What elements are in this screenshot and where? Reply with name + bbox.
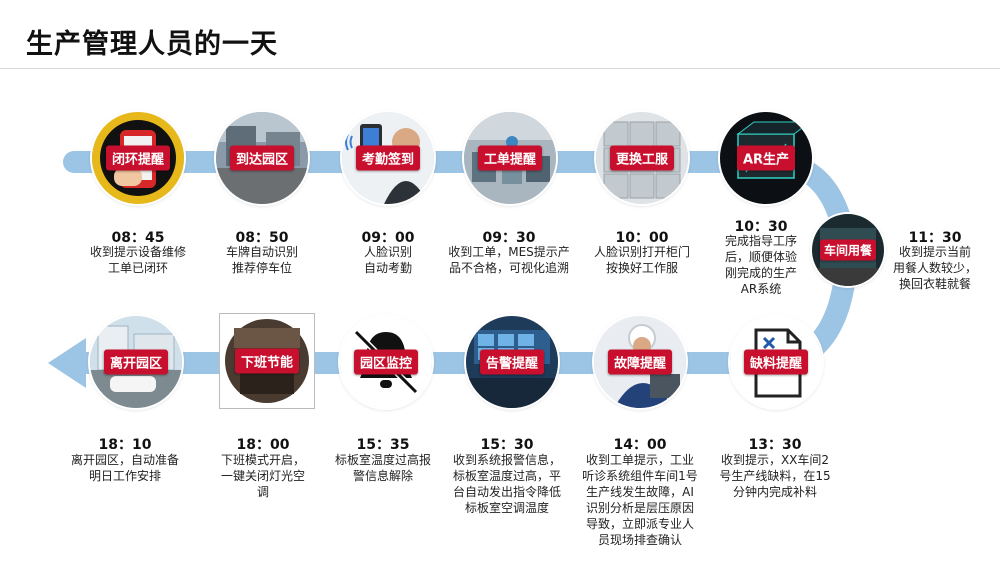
step-desc: 收到工单，MES提示产品不合格，可视化追溯 xyxy=(448,245,570,275)
step-label: 下班节能 xyxy=(234,348,300,374)
step-time: 13：30 xyxy=(748,437,802,453)
step-time: 14：00 xyxy=(613,437,667,453)
step-time: 11：30 xyxy=(908,230,962,246)
step-node-13[interactable]: 离开园区 xyxy=(90,316,182,408)
step-label: 考勤签到 xyxy=(355,145,421,171)
step-label: 闭环提醒 xyxy=(105,145,171,171)
step-time: 08：50 xyxy=(235,230,289,246)
page-title: 生产管理人员的一天 xyxy=(26,29,278,60)
step-desc: 车牌自动识别推荐停车位 xyxy=(225,245,298,275)
step-node-4[interactable]: 工单提醒 xyxy=(464,112,556,204)
step-node-8[interactable]: 缺料提醒 xyxy=(730,316,822,408)
step-desc: 收到提示当前用餐人数较少，换回衣鞋就餐 xyxy=(892,245,977,291)
step-node-7[interactable]: 车间用餐 xyxy=(812,214,884,286)
step-desc: 下班模式开启，一键关闭灯光空调 xyxy=(220,453,305,499)
step-node-3[interactable]: 考勤签到 xyxy=(342,112,434,204)
step-label: AR生产 xyxy=(736,145,796,171)
step-node-2[interactable]: 到达园区 xyxy=(216,112,308,204)
step-label: 工单提醒 xyxy=(477,145,543,171)
step-time: 09：30 xyxy=(482,230,536,246)
step-time: 15：35 xyxy=(356,437,410,453)
step-node-5[interactable]: 更换工服 xyxy=(596,112,688,204)
step-label: 缺料提醒 xyxy=(743,349,809,375)
step-desc: 收到提示设备维修工单已闭环 xyxy=(89,245,186,275)
step-time: 18：10 xyxy=(98,437,152,453)
step-time: 18：00 xyxy=(236,437,290,453)
step-label: 告警提醒 xyxy=(479,349,545,375)
track-arrowhead xyxy=(48,338,86,388)
step-time: 15：30 xyxy=(480,437,534,453)
step-desc: 标板室温度过高报警信息解除 xyxy=(334,453,431,483)
step-desc: 离开园区，自动准备明日工作安排 xyxy=(70,453,179,483)
step-time: 08：45 xyxy=(111,230,165,246)
step-label: 离开园区 xyxy=(103,349,169,375)
step-node-11[interactable]: 园区监控 xyxy=(340,316,432,408)
step-node-12[interactable]: 下班节能 xyxy=(220,314,314,408)
step-label: 更换工服 xyxy=(609,145,675,171)
step-time: 09：00 xyxy=(361,230,415,246)
step-label: 园区监控 xyxy=(353,349,419,375)
step-time: 10：00 xyxy=(615,230,669,246)
step-node-10[interactable]: 告警提醒 xyxy=(466,316,558,408)
step-label: 到达园区 xyxy=(229,145,295,171)
step-desc: 人脸识别自动考勤 xyxy=(363,245,412,275)
step-node-6[interactable]: AR生产 xyxy=(720,112,812,204)
step-time: 10：30 xyxy=(734,219,788,235)
step-node-9[interactable]: 故障提醒 xyxy=(594,316,686,408)
step-label: 故障提醒 xyxy=(607,349,673,375)
step-label: 车间用餐 xyxy=(819,239,877,261)
step-node-1[interactable]: 闭环提醒 xyxy=(92,112,184,204)
step-desc: 收到系统报警信息，标板室温度过高，平台自动发出指令降低标板室空调温度 xyxy=(452,453,561,515)
step-desc: 人脸识别打开柜门按换好工作服 xyxy=(593,245,690,275)
title-divider xyxy=(0,68,1000,69)
